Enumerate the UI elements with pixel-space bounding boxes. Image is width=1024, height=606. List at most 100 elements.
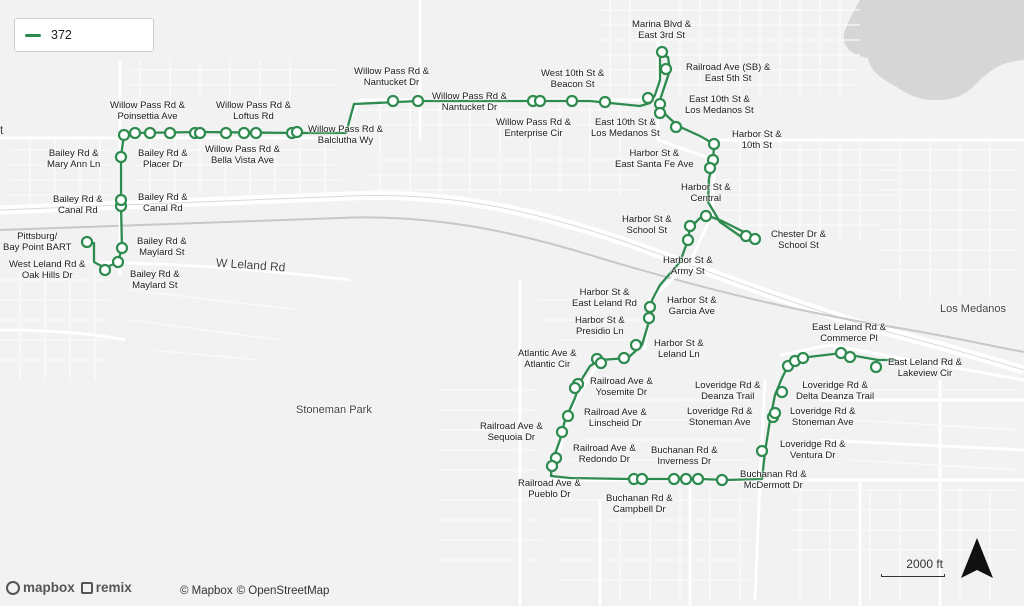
stop-label: Loveridge Rd & Ventura Dr [780, 439, 846, 461]
stop-marker[interactable] [715, 473, 729, 487]
stop-marker[interactable] [699, 209, 713, 223]
stop-marker[interactable] [655, 45, 669, 59]
stop-label: Buchanan Rd & McDermott Dr [740, 469, 807, 491]
route-legend[interactable]: 372 [14, 18, 154, 52]
stop-marker[interactable] [114, 193, 128, 207]
stop-marker[interactable] [594, 356, 608, 370]
stop-label: West Leland Rd & Oak Hills Dr [9, 259, 86, 281]
stop-marker[interactable] [659, 62, 673, 76]
remix-logo-icon [80, 581, 93, 594]
scale-label: 2000 ft [906, 557, 943, 571]
water-area [843, 0, 880, 58]
stop-marker[interactable] [869, 360, 883, 374]
route-color-swatch [25, 33, 41, 37]
stop-marker[interactable] [128, 126, 142, 140]
stop-marker[interactable] [533, 94, 547, 108]
stop-marker[interactable] [703, 161, 717, 175]
stop-marker[interactable] [115, 241, 129, 255]
stop-marker[interactable] [598, 95, 612, 109]
stop-label: Railroad Ave & Sequoia Dr [480, 421, 543, 443]
stop-label: Willow Pass Rd & Nantucket Dr [354, 66, 429, 88]
north-arrow-icon[interactable] [957, 534, 997, 582]
stop-marker[interactable] [568, 381, 582, 395]
stop-marker[interactable] [617, 351, 631, 365]
stop-label: Railroad Ave (SB) & East 5th St [686, 62, 771, 84]
stop-marker[interactable] [643, 300, 657, 314]
stop-label: Loveridge Rd & Stoneman Ave [687, 406, 753, 428]
stop-label: Harbor St & East Leland Rd [572, 287, 637, 309]
stop-label: Harbor St & Central [681, 182, 731, 204]
mapbox-logo[interactable]: mapbox [6, 580, 75, 595]
stop-marker[interactable] [667, 472, 681, 486]
stop-marker[interactable] [755, 444, 769, 458]
stop-label: Loveridge Rd & Stoneman Ave [790, 406, 856, 428]
stop-marker[interactable] [565, 94, 579, 108]
stop-label: Bailey Rd & Canal Rd [138, 192, 188, 214]
stop-marker[interactable] [691, 472, 705, 486]
stop-marker[interactable] [642, 311, 656, 325]
stop-marker[interactable] [80, 235, 94, 249]
remix-logo[interactable]: remix [80, 580, 132, 595]
stop-label: East 10th St & Los Medanos St [591, 117, 660, 139]
stop-marker[interactable] [641, 91, 655, 105]
stop-marker[interactable] [114, 150, 128, 164]
mapbox-logo-text: mapbox [23, 580, 75, 595]
scale-bar: 2000 ft [881, 557, 945, 577]
stop-label: Harbor St & Garcia Ave [667, 295, 717, 317]
stop-label: Willow Pass Rd & Poinsettia Ave [110, 100, 185, 122]
stop-marker[interactable] [679, 472, 693, 486]
railroad [0, 216, 1024, 353]
stop-label: Bailey Rd & Mary Ann Ln [47, 148, 101, 170]
scale-line [881, 574, 945, 577]
stop-label: East Leland Rd & Commerce Pl [812, 322, 886, 344]
stop-marker[interactable] [629, 338, 643, 352]
stop-label: Marina Blvd & East 3rd St [632, 19, 692, 41]
stop-marker[interactable] [555, 425, 569, 439]
stop-label: Buchanan Rd & Campbell Dr [606, 493, 673, 515]
place-label-stoneman-park: Stoneman Park [296, 404, 372, 416]
stop-marker[interactable] [669, 120, 683, 134]
stop-marker[interactable] [111, 255, 125, 269]
stop-marker[interactable] [249, 126, 263, 140]
stop-marker[interactable] [98, 263, 112, 277]
stop-label: Loveridge Rd & Deanza Trail [695, 380, 761, 402]
stop-label: Railroad Ave & Pueblo Dr [518, 478, 581, 500]
stop-marker[interactable] [653, 106, 667, 120]
stop-label: Willow Pass Rd & Balclutha Wy [308, 124, 383, 146]
stop-marker[interactable] [635, 472, 649, 486]
stop-marker[interactable] [545, 459, 559, 473]
stop-marker[interactable] [193, 126, 207, 140]
attribution-mapbox-link[interactable]: © Mapbox [180, 585, 233, 597]
stop-label: Harbor St & East Santa Fe Ave [615, 148, 694, 170]
stop-label: Railroad Ave & Linscheid Dr [584, 407, 647, 429]
stop-label: Bailey Rd & Placer Dr [138, 148, 188, 170]
stop-label: Railroad Ave & Redondo Dr [573, 443, 636, 465]
stop-marker[interactable] [843, 350, 857, 364]
stop-label: Harbor St & School St [622, 214, 672, 236]
stop-marker[interactable] [386, 94, 400, 108]
stop-marker[interactable] [775, 385, 789, 399]
attribution-osm-link[interactable]: © OpenStreetMap [236, 585, 330, 597]
stop-marker[interactable] [796, 351, 810, 365]
stop-marker[interactable] [163, 126, 177, 140]
stop-label: East 10th St & Los Medanos St [685, 94, 754, 116]
route-legend-label: 372 [51, 28, 72, 42]
stop-label: Harbor St & 10th St [732, 129, 782, 151]
stop-label: Willow Pass Rd & Enterprise Cir [496, 117, 571, 139]
stop-marker[interactable] [411, 94, 425, 108]
stop-marker[interactable] [707, 137, 721, 151]
stop-marker[interactable] [748, 232, 762, 246]
stop-marker[interactable] [143, 126, 157, 140]
stop-label: Bailey Rd & Maylard St [137, 236, 187, 258]
stop-marker[interactable] [117, 128, 131, 142]
stop-marker[interactable] [681, 233, 695, 247]
stop-label: Willow Pass Rd & Nantucket Dr [432, 91, 507, 113]
stop-marker[interactable] [683, 219, 697, 233]
stop-marker[interactable] [561, 409, 575, 423]
stop-marker[interactable] [768, 406, 782, 420]
stop-marker[interactable] [237, 126, 251, 140]
stop-marker[interactable] [290, 125, 304, 139]
stop-marker[interactable] [219, 126, 233, 140]
